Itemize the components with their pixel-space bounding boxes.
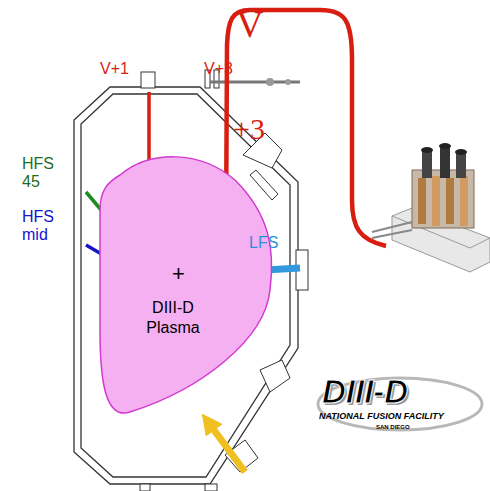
axis-marker: + bbox=[172, 262, 185, 286]
side-port bbox=[260, 360, 290, 392]
port-label: HFS 45 bbox=[22, 155, 54, 190]
small-injector bbox=[266, 78, 274, 86]
port-label: V bbox=[236, 4, 263, 46]
plasma-region: DIII-D Plasma bbox=[98, 148, 278, 418]
bottom-port bbox=[205, 484, 217, 491]
port-label: HFS mid bbox=[22, 208, 54, 243]
vessel-outer bbox=[74, 87, 298, 484]
bottom-port bbox=[140, 484, 150, 491]
plasma-label: DIII-D Plasma bbox=[128, 298, 218, 338]
small-injector bbox=[285, 79, 291, 85]
bottom-arrow bbox=[208, 422, 245, 472]
logo-text: DIII-D bbox=[322, 374, 408, 410]
logo-subtitle: NATIONAL FUSION FACILITY bbox=[319, 412, 444, 422]
port-label: V+1 bbox=[100, 60, 129, 78]
top-port bbox=[141, 72, 155, 88]
logo-subtitle: SAN DIEGO bbox=[376, 424, 410, 431]
pellet-injector bbox=[372, 143, 490, 272]
port-label: +3 bbox=[233, 112, 265, 145]
vessel-inner bbox=[81, 94, 290, 477]
side-port bbox=[250, 170, 278, 200]
plasma-shape bbox=[98, 148, 278, 418]
port-label: V+3 bbox=[204, 60, 233, 78]
port-label: LFS bbox=[249, 234, 278, 252]
